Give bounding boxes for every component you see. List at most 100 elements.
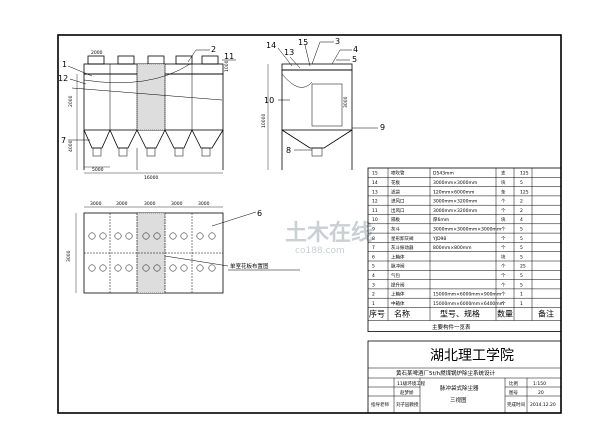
table-cell-name: 喷吹管	[391, 170, 405, 177]
table-cell-qty: 1	[520, 292, 523, 298]
callout-8: 8	[286, 146, 291, 155]
table-cell-unit: 个	[501, 236, 506, 242]
table-cell-qty: 5	[520, 245, 523, 251]
table-cell-spec: 3000mm×3200mm	[433, 199, 477, 205]
table-cell-no: 14	[372, 180, 378, 186]
table-cell-unit: 个	[501, 292, 506, 298]
front-callouts: 1 12 2 11 7	[58, 45, 236, 145]
table-cell-unit: 个	[501, 208, 506, 214]
callout-2: 2	[211, 45, 216, 54]
watermark: 土木在线 co188.com	[285, 220, 373, 256]
table-cell-spec: 厚6mm	[433, 217, 449, 223]
table-cell-spec: D543mm	[433, 171, 454, 177]
dim-plan-1: 3000	[90, 201, 102, 207]
table-header-spec: 型号、规格	[440, 309, 480, 319]
table-cell-name: 上箱体	[391, 291, 405, 298]
callout-1: 1	[62, 60, 67, 69]
table-cell-no: 1	[372, 301, 375, 307]
table-cell-qty: 2	[520, 199, 523, 205]
school-name: 湖北理工学院	[430, 348, 514, 364]
valve-box	[117, 55, 135, 65]
callout-3: 3	[335, 37, 340, 46]
table-cell-qty: 125	[520, 171, 529, 177]
side-body	[281, 69, 353, 131]
table-cell-name: 中箱体	[391, 300, 405, 307]
dim-plan-3: 3000	[144, 201, 156, 207]
table-cell-no: 9	[372, 226, 375, 232]
front-view: 2000 5000	[68, 50, 230, 181]
table-cell-name: 气包	[391, 272, 400, 279]
sheet-label: 图号	[509, 390, 518, 396]
table-cell-name: 脉冲阀	[391, 263, 405, 270]
table-cell-name: 隔板	[391, 216, 400, 223]
callout-12: 12	[58, 74, 68, 83]
callout-11: 11	[224, 52, 234, 61]
advisor-name: 刘子园教授	[396, 401, 419, 408]
table-cell-qty: 2	[520, 208, 523, 214]
table-cell-spec: 3000mm×3000mm	[433, 180, 477, 186]
table-cell-spec: 800mm×800mm	[433, 245, 471, 251]
table-cell-spec: 15000mm×6000mm×900mm	[433, 292, 501, 298]
table-cell-unit: 条	[501, 188, 506, 195]
dim-right-1000: 1000	[224, 60, 230, 72]
table-cell-name: 进风口	[391, 198, 405, 205]
table-cell-qty: 5	[520, 254, 523, 260]
plan-view: 3000 3000 3000 3000 3000 3000 6 单室花板布置图	[66, 201, 300, 294]
student-name: 赵梦娇	[400, 389, 414, 396]
callout-4: 4	[353, 45, 358, 54]
table-cell-qty: 4	[520, 217, 523, 223]
hoppers	[83, 129, 224, 157]
dim-plan-left: 3000	[66, 250, 72, 262]
side-callouts: 14 13 15 3 4 5 10 9 8	[264, 37, 385, 155]
table-cell-no: 10	[372, 217, 378, 223]
callout-13: 13	[284, 48, 294, 57]
scale-value: 1:150	[533, 381, 546, 387]
table-cell-unit: 个	[501, 245, 506, 251]
project-title: 黄石某啤酒厂5t/h燃煤锅炉除尘系统设计	[396, 369, 495, 377]
dim-side-small: 3000	[343, 96, 349, 108]
callout-5: 5	[352, 55, 357, 64]
table-cell-unit: 个	[501, 282, 506, 288]
table-cell-no: 8	[372, 236, 375, 242]
table-cell-name: 滤袋	[391, 188, 400, 195]
side-top	[281, 63, 353, 71]
advisor-label: 指导老师	[371, 401, 389, 408]
table-cell-no: 3	[372, 282, 375, 288]
table-cell-no: 4	[372, 273, 375, 279]
table-cell-spec: YJD98	[432, 236, 446, 242]
callout-15: 15	[298, 38, 308, 47]
table-header-qty: 备注	[538, 309, 554, 319]
table-cell-no: 5	[372, 264, 375, 270]
dim-side-h: 10000	[261, 114, 267, 128]
valve-box	[147, 55, 165, 65]
table-cell-qty: 5	[520, 180, 523, 186]
side-view: 10000 3000	[261, 63, 353, 170]
dim-front-5000: 5000	[92, 167, 104, 173]
filter-holes	[88, 232, 216, 272]
table-cell-unit: 块	[501, 179, 506, 186]
table-cell-no: 15	[372, 171, 378, 177]
dim-left-2000: 2000	[68, 95, 74, 107]
dim-plan-5: 3000	[198, 201, 210, 207]
table-header-unit: 数量	[497, 309, 513, 319]
table-cell-unit: 个	[501, 226, 506, 232]
table-cell-name: 出风口	[391, 207, 405, 214]
callout-10: 10	[264, 96, 274, 105]
watermark-sub: co188.com	[295, 246, 345, 256]
sheet-value: 20	[538, 390, 544, 396]
valve-box	[201, 55, 219, 65]
callout-7: 7	[61, 136, 66, 145]
hatched-chamber	[136, 63, 166, 131]
table-cell-unit: 个	[501, 273, 506, 279]
dim-plan-2: 3000	[116, 201, 128, 207]
table-cell-unit: 块	[501, 216, 506, 223]
valve-box	[87, 55, 105, 65]
class-label: 11级环境工程	[397, 380, 426, 387]
drawing-name: 脉冲袋式除尘器	[440, 384, 479, 392]
table-cell-no: 11	[372, 208, 378, 214]
dim-front-16000: 16000	[144, 175, 158, 181]
table-cell-name: 上箱体	[391, 253, 405, 260]
table-cell-name: 花板	[391, 179, 400, 186]
